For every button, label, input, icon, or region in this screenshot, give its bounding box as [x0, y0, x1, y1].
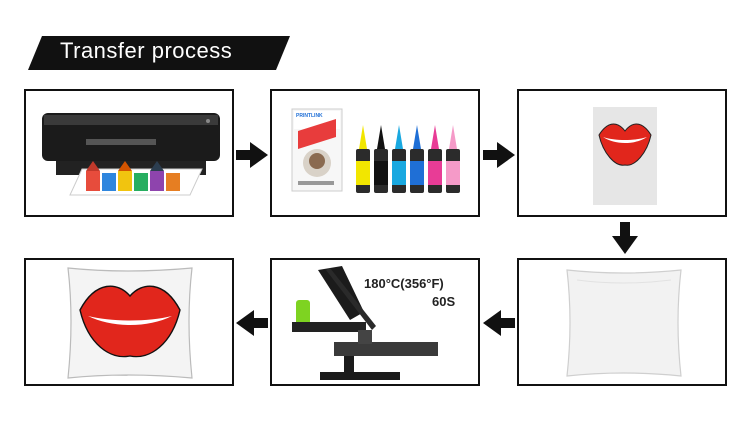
paper-brand: PRINTLINK [296, 113, 323, 119]
ink-bottle [356, 125, 370, 193]
step-printed-transfer-box [517, 89, 727, 217]
ink-bottle [374, 125, 388, 193]
step-supplies-box: PRINTLINK [270, 89, 480, 217]
step-print-box [24, 89, 234, 217]
arrow-left-2 [236, 310, 268, 336]
arrow-right-2 [483, 142, 515, 168]
ink-bottle [428, 125, 442, 193]
arrow-down [612, 222, 638, 254]
step-blank-pillow-box [517, 258, 727, 386]
temperature-label: 180°C(356°F) [364, 276, 444, 291]
ink-bottle [410, 125, 424, 193]
lips-pillow-icon [67, 267, 193, 379]
lips-transfer-icon [593, 107, 657, 205]
page-title: Transfer process [60, 38, 233, 63]
arrow-right-1 [236, 142, 268, 168]
heat-press-icon [292, 266, 438, 380]
ink-bottle [446, 125, 460, 193]
title-banner: Transfer process [0, 0, 750, 80]
title-banner-shape [28, 36, 290, 70]
printer-icon [42, 113, 220, 196]
time-label: 60S [432, 294, 456, 309]
ink-bottles [356, 125, 460, 193]
step-finished-pillow-box [24, 258, 234, 386]
ink-bottle [392, 125, 406, 193]
step-heat-press-box: 180°C(356°F) 60S [270, 258, 480, 386]
paper-and-ink-icon [291, 108, 343, 192]
blank-pillow-icon [566, 269, 682, 377]
arrow-left-1 [483, 310, 515, 336]
